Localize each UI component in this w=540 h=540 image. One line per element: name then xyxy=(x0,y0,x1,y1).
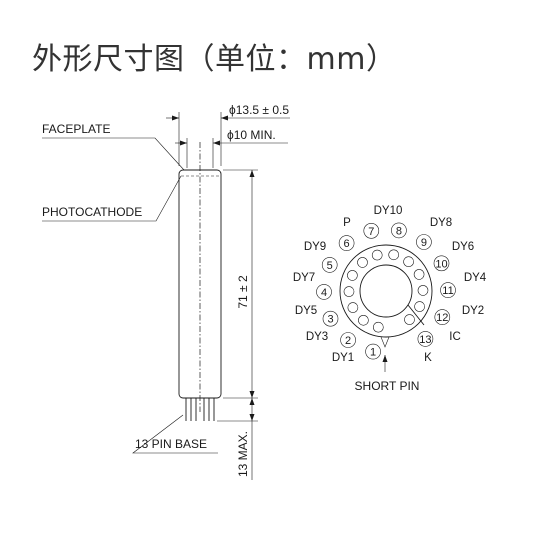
pin-12-circle xyxy=(434,309,451,325)
page-title: 外形尺寸图（单位：mm） xyxy=(32,42,397,77)
base-pins xyxy=(185,398,215,421)
ic-lead xyxy=(407,304,425,326)
photocathode-label: PHOTOCATHODE xyxy=(42,205,142,219)
pin-2-lead-mark xyxy=(358,314,369,326)
pin-4-circle xyxy=(316,284,332,300)
pin-5-lead-mark xyxy=(347,270,358,281)
pin-3-lead-mark xyxy=(347,302,359,313)
pin-5-circle xyxy=(321,257,338,273)
pin-3-label: DY5 xyxy=(295,305,317,317)
pin-3-circle xyxy=(322,310,339,327)
base-outer-ring xyxy=(339,244,433,338)
pin-12-label: IC xyxy=(449,331,461,343)
pin-4-lead-mark xyxy=(343,286,355,297)
pin-5-label: DY9 xyxy=(304,241,326,253)
pin-2-label: DY3 xyxy=(306,331,328,343)
base-center xyxy=(359,264,413,318)
tube-side-view xyxy=(178,142,222,421)
pin-1-circle xyxy=(365,343,381,360)
pin-12-lead-mark xyxy=(414,301,425,312)
pin-7-number: 7 xyxy=(368,226,374,238)
pin-3-number: 3 xyxy=(327,314,333,326)
pin-2-circle xyxy=(340,332,356,348)
pin-8-number: 8 xyxy=(396,225,402,237)
pin-13-circle xyxy=(417,331,434,347)
callout-photocathode: PHOTOCATHODE xyxy=(42,175,182,222)
pin-8-lead-mark xyxy=(388,249,400,261)
pin-8-label: DY8 xyxy=(430,217,452,229)
pin-13-number: 13 xyxy=(419,334,431,346)
pin-1-lead-mark xyxy=(372,321,384,333)
pin-7-lead-mark xyxy=(371,249,383,261)
inner-diameter-label: ϕ10 MIN. xyxy=(227,128,276,142)
pin-5-number: 5 xyxy=(327,260,333,272)
dim-inner-diameter: ϕ10 MIN. xyxy=(175,128,288,168)
pin-base-label: 13 PIN BASE xyxy=(135,437,207,451)
pin-8-circle xyxy=(391,222,407,239)
pin-6-circle xyxy=(338,235,355,251)
pin-10-number: 10 xyxy=(435,258,447,270)
pin-4-number: 4 xyxy=(321,287,327,299)
pin-1-label: DY1 xyxy=(332,352,354,364)
short-pin-indicator: SHORT PIN xyxy=(355,336,420,393)
pin-9-lead-mark xyxy=(403,256,414,268)
pin-13-label: K xyxy=(424,352,432,364)
pin-9-number: 9 xyxy=(421,237,427,249)
callout-faceplate: FACEPLATE xyxy=(42,122,185,171)
pin-10-label: DY4 xyxy=(464,272,487,284)
pin-7-label: DY10 xyxy=(374,205,403,217)
pin-11-label: DY2 xyxy=(462,305,484,317)
pin-11-number: 11 xyxy=(442,285,453,297)
pin-2-number: 2 xyxy=(345,335,351,347)
pin-9-circle xyxy=(416,234,432,250)
pin-7-circle xyxy=(363,223,380,239)
length-label: 71 ± 2 xyxy=(236,275,250,309)
pin-1-number: 1 xyxy=(370,347,376,359)
pin-10-lead-mark xyxy=(413,269,425,280)
pin-4-label: DY7 xyxy=(293,272,315,284)
dim-pin-length: 13 MAX. xyxy=(217,398,258,480)
pin-10-circle xyxy=(433,255,450,272)
outer-diameter-label: ϕ13.5 ± 0.5 xyxy=(229,103,289,117)
pin-loops xyxy=(343,249,429,333)
pin-12-number: 12 xyxy=(436,312,448,324)
pin-6-number: 6 xyxy=(344,238,350,250)
pin-length-label: 13 MAX. xyxy=(236,431,250,477)
dim-length: 71 ± 2 xyxy=(223,169,258,399)
pin-6-label: P xyxy=(343,217,351,229)
callout-pin-base: 13 PIN BASE xyxy=(132,414,218,454)
pin-11-circle xyxy=(440,282,456,298)
pin-11-lead-mark xyxy=(417,285,429,296)
pin-13-lead-mark xyxy=(404,314,415,325)
dim-outer-diameter: ϕ13.5 ± 0.5 xyxy=(166,103,290,166)
short-pin-label: SHORT PIN xyxy=(355,379,420,393)
faceplate-label: FACEPLATE xyxy=(42,122,110,136)
pin-9-label: DY6 xyxy=(452,241,474,253)
pin-6-lead-mark xyxy=(357,257,368,268)
